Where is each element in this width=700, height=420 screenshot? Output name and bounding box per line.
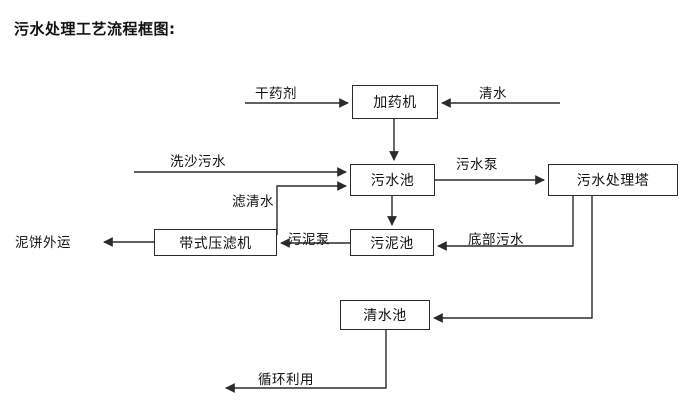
edge-tower-to-sludge-pool: [437, 196, 574, 251]
terminal-label-dry-agent: 干药剂: [255, 86, 297, 102]
node-label: 带式压滤机: [179, 235, 252, 252]
node-label: 清水池: [363, 308, 407, 324]
node-label: 污泥池: [370, 235, 414, 252]
node-label: 加药机: [373, 95, 417, 111]
edge-label-sewage-pump: 污水泵: [456, 157, 498, 173]
node-sewage-pool[interactable]: 污水池: [350, 164, 435, 196]
node-label: 污水处理塔: [576, 173, 650, 189]
edge-label-bottom-sewage: 底部污水: [468, 232, 524, 248]
edge-tower-to-clear-water-pool: [433, 196, 593, 323]
node-clear-water-pool[interactable]: 清水池: [340, 300, 430, 330]
node-label: 污水池: [370, 173, 415, 189]
node-sludge-pool[interactable]: 污泥池: [350, 229, 434, 256]
terminal-label-mud-cake-transport: 泥饼外运: [15, 235, 71, 251]
page-title: 污水处理工艺流程框图:: [14, 20, 176, 38]
edge-filtrate-to-sewage-pool: [276, 181, 347, 235]
terminal-label-sand-wash-sewage: 洗沙污水: [170, 154, 226, 170]
node-treatment-tower[interactable]: 污水处理塔: [548, 164, 678, 196]
node-belt-filter-press[interactable]: 带式压滤机: [154, 229, 277, 256]
terminal-label-clean-water: 清水: [479, 86, 507, 102]
edge-label-sludge-pump: 污泥泵: [288, 232, 330, 248]
node-dosing-machine[interactable]: 加药机: [352, 85, 438, 119]
edge-label-recycle-reuse: 循环利用: [258, 372, 314, 388]
edge-label-filtrate: 滤清水: [232, 194, 274, 210]
edge-clear-water-pool-to-recycle: [225, 330, 387, 393]
